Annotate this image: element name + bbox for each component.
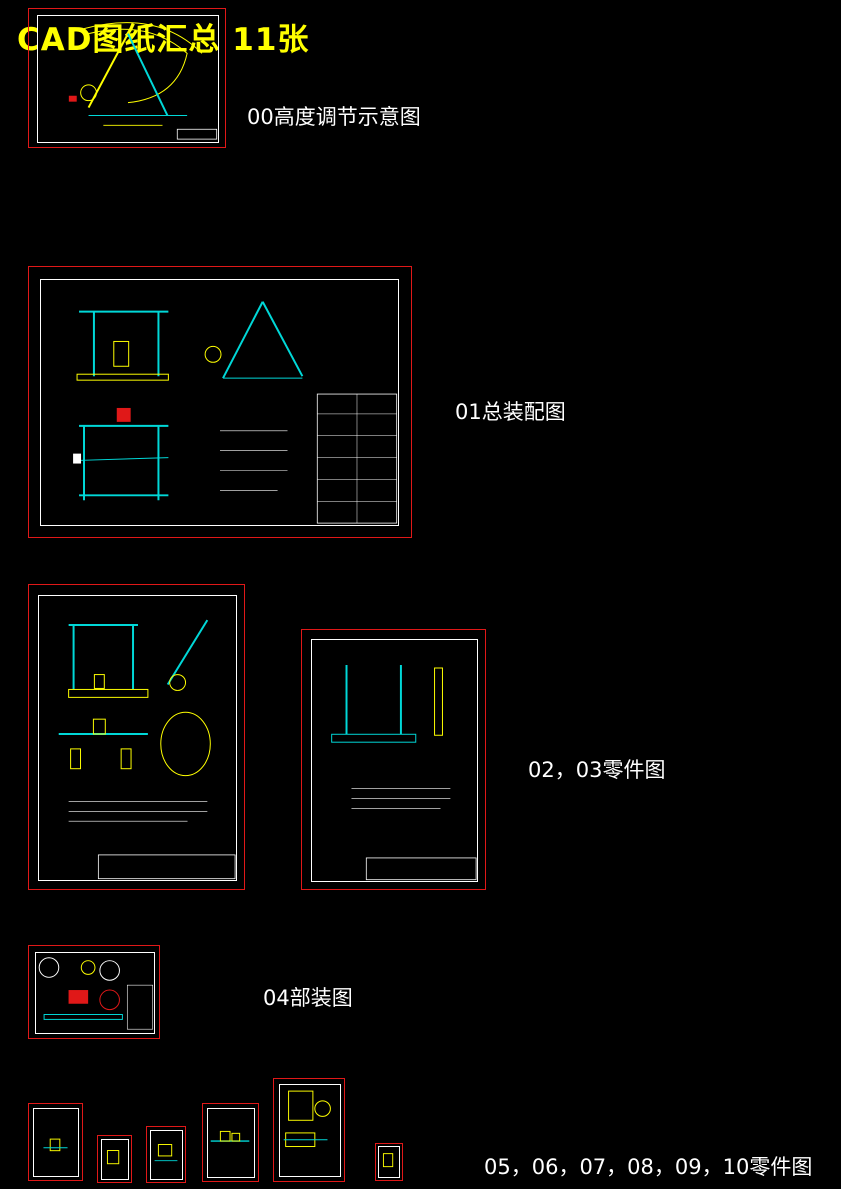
sheet-00-inner-border (37, 15, 219, 143)
sheet-03-drawing (331, 665, 477, 881)
sheet-01-inner-border (40, 279, 399, 526)
sheet-03-thumbnail[interactable] (301, 629, 486, 890)
sheet-01-thumbnail[interactable] (28, 266, 412, 538)
sheet-03-inner-border (311, 639, 478, 882)
sheet-02-thumbnail[interactable] (28, 584, 245, 890)
sheet-04-inner-border (35, 952, 155, 1034)
sheet-05-thumbnail[interactable] (28, 1103, 83, 1181)
sheet-04-thumbnail[interactable] (28, 945, 160, 1039)
sheet-07-drawing (154, 1144, 178, 1162)
sheet-00-drawing (68, 22, 218, 140)
sheet-06-inner-border (101, 1139, 129, 1180)
sheet-02-inner-border (38, 595, 237, 881)
sheet-05-drawing (43, 1138, 68, 1152)
sheet-00-label: 00高度调节示意图 (247, 105, 421, 129)
sheet-0203-label: 02，03零件图 (528, 758, 666, 782)
sheet-00-thumbnail[interactable] (28, 8, 226, 148)
sheet-01-label: 01总装配图 (455, 400, 566, 424)
sheet-07-thumbnail[interactable] (146, 1126, 186, 1183)
sheet-06-thumbnail[interactable] (97, 1135, 132, 1183)
sheet-10-thumbnail[interactable] (375, 1143, 403, 1181)
sheet-06-drawing (106, 1150, 120, 1165)
sheet-09-thumbnail[interactable] (273, 1078, 345, 1182)
sheet-04-label: 04部装图 (263, 986, 353, 1010)
sheet-09-drawing (283, 1090, 331, 1148)
sheet-02-drawing (58, 619, 236, 880)
sheet-01-drawing (73, 301, 398, 524)
sheet-10-drawing (382, 1153, 394, 1168)
sheet-05-10-label: 05，06，07，08，09，10零件图 (484, 1155, 813, 1179)
sheet-05-inner-border (33, 1108, 79, 1177)
sheet-08-thumbnail[interactable] (202, 1103, 259, 1182)
sheet-04-drawing (38, 957, 154, 1030)
sheet-08-drawing (210, 1130, 250, 1142)
sheet-09-inner-border (279, 1084, 341, 1177)
sheet-08-inner-border (207, 1108, 255, 1178)
sheet-10-inner-border (378, 1146, 400, 1178)
sheet-07-inner-border (150, 1130, 183, 1180)
